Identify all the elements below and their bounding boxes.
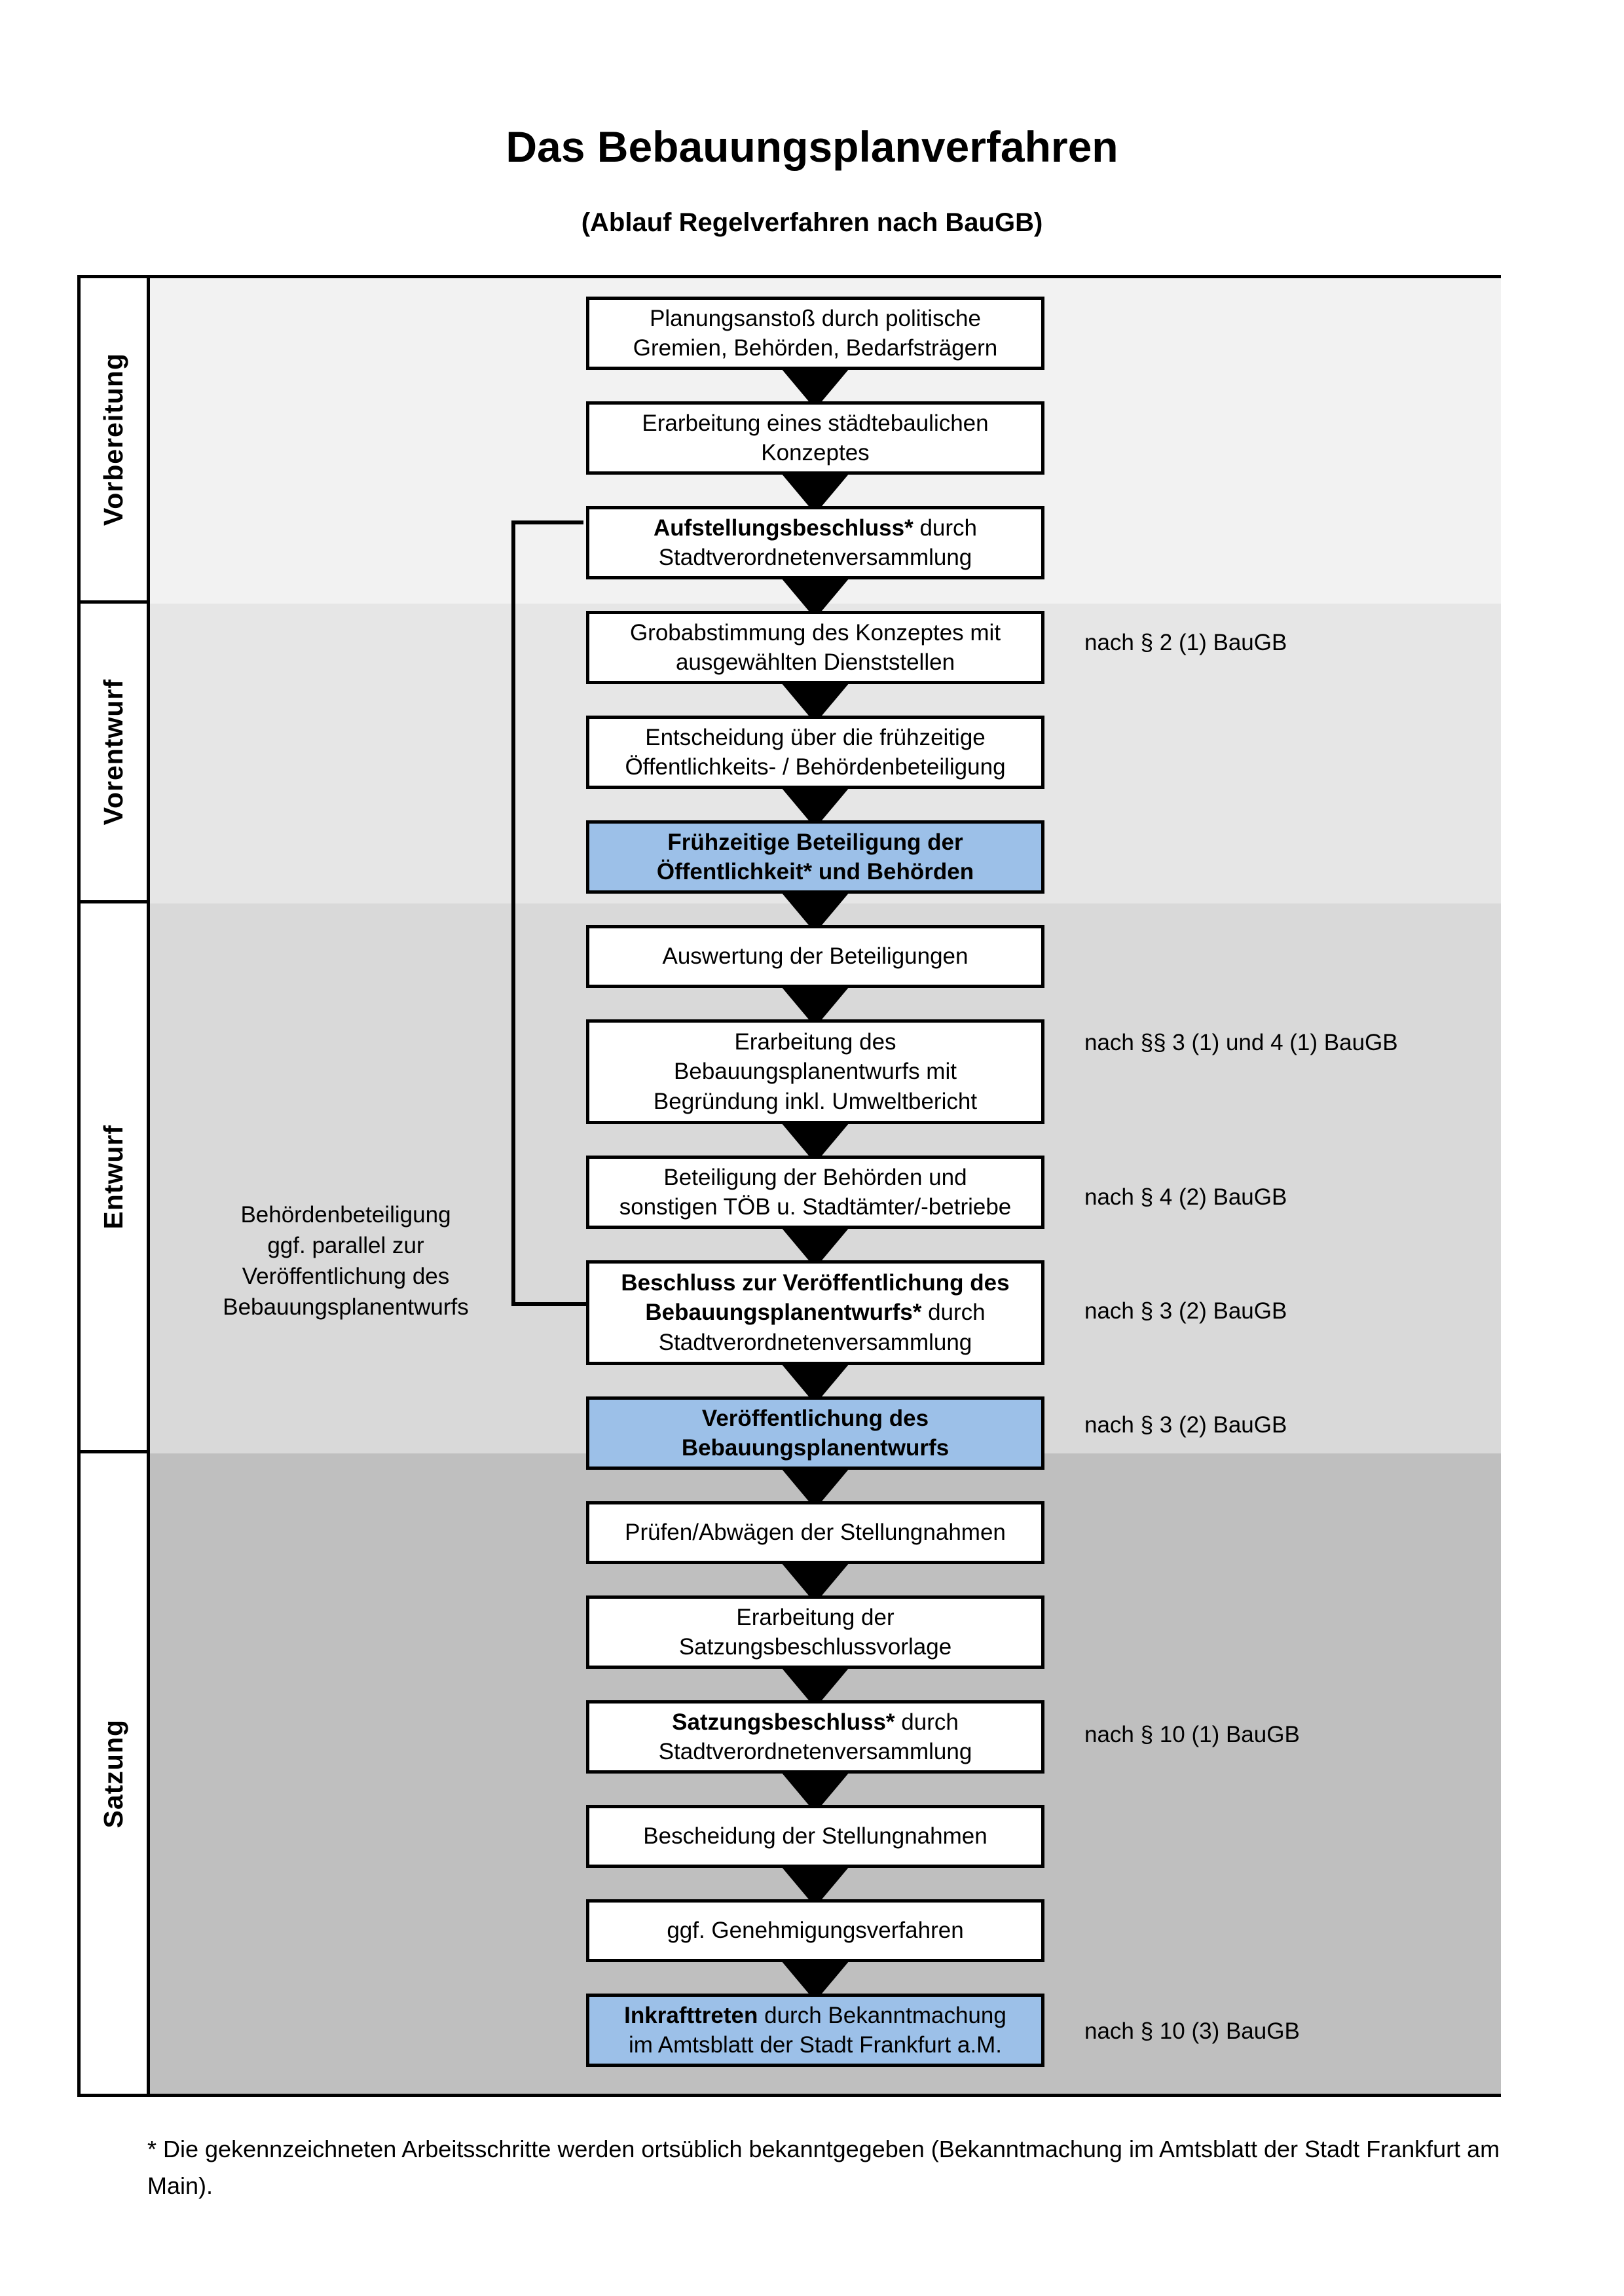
- stage-label-text: Vorentwurf: [98, 678, 128, 826]
- stage-label-text: Vorbereitung: [98, 352, 128, 526]
- footnote-text: * Die gekennzeichneten Arbeitsschritte w…: [147, 2136, 1500, 2199]
- step-line-2: sonstigen TÖB u. Stadtämter/-betriebe: [619, 1194, 1012, 1220]
- step-line-1-rest: durch: [913, 515, 978, 541]
- step-line-2: Bebauungsplanentwurfs: [681, 1435, 950, 1461]
- step-planungsanstoss[interactable]: Planungsanstoß durch politische Gremien,…: [586, 297, 1044, 370]
- stage-label-vorentwurf: Vorentwurf: [81, 604, 150, 903]
- reference-paragraph-3-1-and-4-1: nach §§ 3 (1) und 4 (1) BauGB: [1084, 1030, 1398, 1055]
- reference-paragraph-10-1: nach § 10 (1) BauGB: [1084, 1722, 1300, 1747]
- reference-paragraph-3-2-veroeffentlichung: nach § 3 (2) BauGB: [1084, 1412, 1287, 1438]
- step-line-1: Grobabstimmung des Konzeptes mit: [629, 619, 1001, 646]
- step-line-1: Frühzeitige Beteiligung der: [667, 829, 963, 855]
- step-line-1-bold: Beschluss zur Veröffentlichung des: [621, 1269, 1010, 1296]
- loop-connector-bottom-segment: [511, 1302, 597, 1306]
- step-fruehzeitige-beteiligung[interactable]: Frühzeitige Beteiligung der Öffentlichke…: [586, 820, 1044, 894]
- step-bescheidung-stellungnahmen[interactable]: Bescheidung der Stellungnahmen: [586, 1805, 1044, 1868]
- stage-label-text: Satzung: [98, 1719, 128, 1829]
- step-beteiligung-behoerden-toeb[interactable]: Beteiligung der Behörden und sonstigen T…: [586, 1156, 1044, 1229]
- process-diagram-frame: Vorbereitung Vorentwurf Entwurf Satzung …: [77, 275, 1501, 2097]
- step-line-1: ggf. Genehmigungsverfahren: [667, 1918, 964, 1944]
- step-line-2: Stadtverordnetenversammlung: [658, 1739, 972, 1764]
- step-line-1: Erarbeitung eines städtebaulichen: [642, 410, 989, 436]
- reference-paragraph-3-2-beschluss: nach § 3 (2) BauGB: [1084, 1298, 1287, 1324]
- step-line-2: Gremien, Behörden, Bedarfsträgern: [633, 335, 998, 361]
- step-line-1: Prüfen/Abwägen der Stellungnahmen: [625, 1520, 1006, 1546]
- step-line-2-rest: durch: [921, 1300, 986, 1326]
- reference-paragraph-4-2: nach § 4 (2) BauGB: [1084, 1184, 1287, 1210]
- step-beschluss-veroeffentlichung[interactable]: Beschluss zur Veröffentlichung des Bebau…: [586, 1260, 1044, 1365]
- step-entscheidung-fruehzeitige-beteiligung[interactable]: Entscheidung über die frühzeitige Öffent…: [586, 716, 1044, 789]
- stage-label-entwurf: Entwurf: [81, 903, 150, 1453]
- step-aufstellungsbeschluss[interactable]: Aufstellungsbeschluss* durch Stadtverord…: [586, 506, 1044, 579]
- step-line-1: Erarbeitung der: [736, 1604, 895, 1630]
- step-genehmigungsverfahren[interactable]: ggf. Genehmigungsverfahren: [586, 1899, 1044, 1962]
- step-line-3: Begründung inkl. Umweltbericht: [653, 1088, 978, 1114]
- stage-label-vorbereitung: Vorbereitung: [81, 278, 150, 604]
- step-line-2: Öffentlichkeits- / Behördenbeteiligung: [625, 754, 1006, 780]
- step-line-2: Öffentlichkeit* und Behörden: [656, 859, 974, 884]
- step-line-1: Beteiligung der Behörden und: [663, 1164, 967, 1190]
- step-line-1: Planungsanstoß durch politische: [650, 305, 981, 331]
- step-satzungsbeschluss[interactable]: Satzungsbeschluss* durch Stadtverordnete…: [586, 1700, 1044, 1774]
- step-line-1: Bescheidung der Stellungnahmen: [643, 1823, 987, 1850]
- step-line-3: Stadtverordnetenversammlung: [658, 1329, 972, 1355]
- page-title: Das Bebauungsplanverfahren: [506, 122, 1118, 171]
- stage-label-satzung: Satzung: [81, 1453, 150, 2094]
- step-veroeffentlichung-bebauungsplanentwurf[interactable]: Veröffentlichung des Bebauungsplanentwur…: [586, 1396, 1044, 1470]
- sidenote-line-3: Veröffentlichung des: [242, 1263, 450, 1289]
- step-line-2: Bebauungsplanentwurfs mit: [674, 1059, 957, 1085]
- step-inkrafttreten[interactable]: Inkrafttreten durch Bekanntmachung im Am…: [586, 1994, 1044, 2067]
- step-line-2: Konzeptes: [761, 440, 870, 465]
- step-line-1-rest: durch: [895, 1709, 959, 1735]
- step-auswertung-beteiligungen[interactable]: Auswertung der Beteiligungen: [586, 925, 1044, 988]
- step-line-1-bold: Inkrafttreten: [624, 2002, 758, 2028]
- step-pruefen-abwaegen-stellungnahmen[interactable]: Prüfen/Abwägen der Stellungnahmen: [586, 1501, 1044, 1564]
- step-erarbeitung-satzungsbeschlussvorlage[interactable]: Erarbeitung der Satzungsbeschlussvorlage: [586, 1595, 1044, 1669]
- page-subtitle: (Ablauf Regelverfahren nach BauGB): [581, 208, 1043, 237]
- step-line-2: im Amtsblatt der Stadt Frankfurt a.M.: [629, 2032, 1002, 2058]
- step-line-1: Erarbeitung des: [734, 1029, 896, 1055]
- step-line-1-bold: Satzungsbeschluss*: [672, 1709, 895, 1735]
- reference-paragraph-2-1: nach § 2 (1) BauGB: [1084, 630, 1287, 655]
- sidenote-line-2: ggf. parallel zur: [267, 1232, 424, 1258]
- sidenote-behoerdenbeteiligung: Behördenbeteiligung ggf. parallel zur Ve…: [192, 1200, 500, 1323]
- step-staedtebauliches-konzept[interactable]: Erarbeitung eines städtebaulichen Konzep…: [586, 401, 1044, 475]
- step-line-2: ausgewählten Dienststellen: [675, 649, 955, 675]
- step-line-1: Entscheidung über die frühzeitige: [645, 724, 986, 750]
- reference-paragraph-10-3: nach § 10 (3) BauGB: [1084, 2018, 1300, 2044]
- step-line-1-rest: durch Bekanntmachung: [758, 2002, 1006, 2028]
- loop-connector-top-segment: [511, 520, 583, 524]
- step-grobabstimmung[interactable]: Grobabstimmung des Konzeptes mit ausgewä…: [586, 611, 1044, 684]
- step-line-1-bold: Aufstellungsbeschluss*: [653, 515, 913, 541]
- step-line-2: Satzungsbeschlussvorlage: [678, 1634, 952, 1660]
- step-line-2-bold: Bebauungsplanentwurfs*: [645, 1300, 922, 1326]
- sidenote-line-1: Behördenbeteiligung: [240, 1202, 451, 1228]
- step-erarbeitung-bebauungsplanentwurf[interactable]: Erarbeitung des Bebauungsplanentwurfs mi…: [586, 1019, 1044, 1124]
- step-line-1: Auswertung der Beteiligungen: [662, 943, 969, 970]
- stage-label-text: Entwurf: [98, 1124, 128, 1230]
- sidenote-line-4: Bebauungsplanentwurfs: [223, 1294, 469, 1320]
- step-line-2: Stadtverordnetenversammlung: [658, 545, 972, 570]
- step-line-1: Veröffentlichung des: [701, 1405, 929, 1431]
- loop-connector-vertical-segment: [511, 520, 515, 1306]
